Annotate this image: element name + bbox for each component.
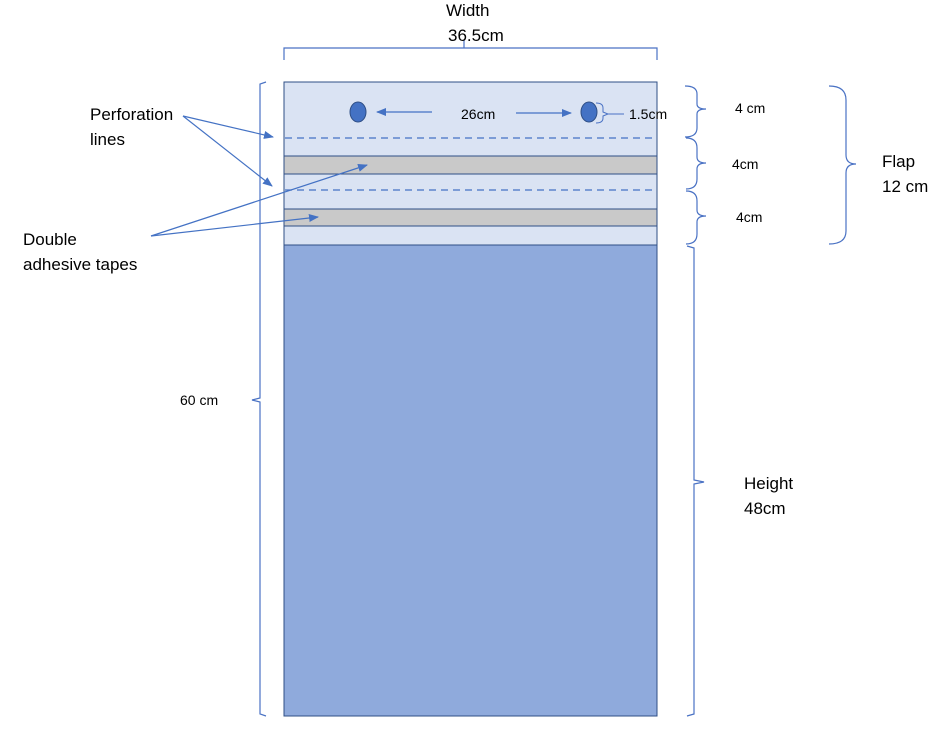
bag-body	[283, 244, 658, 717]
hang-hole-right	[580, 101, 598, 123]
width-bracket	[283, 40, 658, 60]
tape-label-line1: Double	[23, 230, 77, 249]
segment-bracket-2	[685, 137, 707, 190]
hole-distance-label: 26cm	[461, 106, 496, 122]
tape-callout-arrow-2	[150, 214, 319, 237]
tape-label-line2: adhesive tapes	[23, 255, 138, 274]
flap-bracket	[828, 85, 857, 245]
hole-size-bracket	[595, 102, 624, 124]
total-height-label: 60 cm	[180, 392, 219, 408]
hole-size-label: 1.5cm	[629, 106, 668, 122]
adhesive-tape-2	[283, 208, 658, 227]
segment-label-2: 4cm	[732, 156, 759, 172]
flap-title: Flap	[882, 152, 916, 171]
segment-bracket-1	[684, 85, 707, 138]
segment-label-3: 4cm	[736, 209, 763, 225]
flap-value: 12 cm	[882, 177, 929, 196]
perforation-label-line1: Perforation	[90, 105, 174, 124]
perforation-callout-arrow-2	[182, 115, 273, 187]
tape-callout-arrow-1	[150, 164, 368, 237]
perforation-callout-arrow-1	[182, 115, 274, 139]
perforation-label-line2: lines	[90, 130, 125, 149]
width-title: Width	[446, 1, 490, 20]
height-value: 48cm	[744, 499, 786, 518]
total-height-bracket	[251, 81, 267, 717]
segment-label-1: 4 cm	[735, 100, 766, 116]
adhesive-tape-1	[283, 155, 658, 175]
hang-hole-left	[349, 101, 367, 123]
body-height-bracket	[686, 245, 705, 717]
width-value: 36.5cm	[448, 26, 504, 45]
height-title: Height	[744, 474, 794, 493]
segment-bracket-3	[685, 190, 707, 245]
